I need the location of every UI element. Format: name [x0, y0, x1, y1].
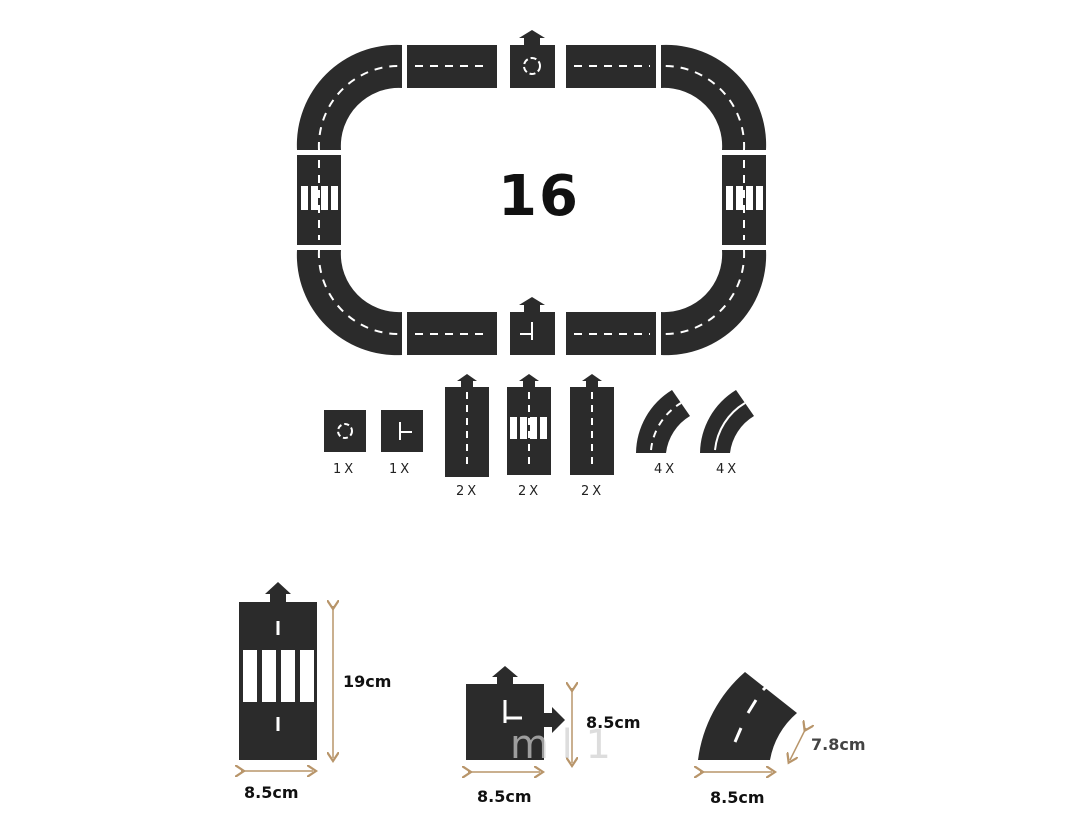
curve-side-label: 7.8cm	[811, 735, 866, 754]
straight-height-label: 19cm	[343, 672, 392, 691]
watermark: m l 1	[510, 722, 611, 768]
curve-width-label: 8.5cm	[710, 788, 765, 807]
qty-curve-solid: 4X	[716, 462, 740, 477]
dimension-arrows	[241, 606, 806, 772]
loop-markings	[317, 64, 746, 336]
qty-yield: 2X	[581, 484, 605, 499]
qty-roundabout: 1X	[333, 462, 357, 477]
junction-width-label: 8.5cm	[477, 787, 532, 806]
qty-curve-dashed: 4X	[654, 462, 678, 477]
qty-straight: 2X	[456, 484, 480, 499]
qty-t-junction: 1X	[389, 462, 413, 477]
piece-count-title: 16	[498, 164, 580, 229]
t-junction-icon	[520, 322, 533, 340]
qty-crosswalk: 2X	[518, 484, 542, 499]
loop-crosswalks	[301, 186, 763, 210]
straight-width-label: 8.5cm	[244, 783, 299, 802]
junction-height-label: 8.5cm	[586, 713, 641, 732]
roundabout-icon	[523, 57, 541, 75]
